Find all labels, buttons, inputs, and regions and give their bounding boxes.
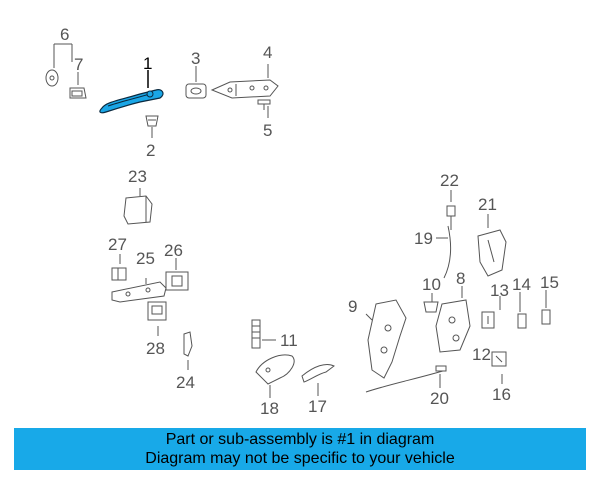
callout-4: 4 [263,43,273,62]
part-23 [123,195,153,225]
part-21 [477,229,507,277]
callout-20: 20 [430,389,449,408]
callout-21: 21 [478,195,497,214]
callout-11: 11 [280,331,298,350]
callout-23: 23 [128,167,147,186]
part-6 [45,69,59,87]
part-19 [443,225,452,279]
part-11 [251,319,261,349]
part-4 [210,79,279,99]
callout-3: 3 [191,49,201,68]
callout-8: 8 [456,269,466,288]
part-9 [367,299,407,379]
part-26 [165,271,189,291]
part-10 [423,301,439,313]
part-5 [257,99,271,110]
leader-6 [53,43,73,68]
callout-9: 9 [348,297,358,316]
part-2 [145,115,159,127]
callout-14: 14 [512,275,531,294]
part-28 [147,301,167,321]
part-12-16 [491,351,507,367]
part-17 [301,363,335,383]
callout-6: 6 [60,25,70,44]
callout-1: 1 [143,54,153,73]
callout-7: 7 [74,55,84,74]
callout-13: 13 [490,281,509,300]
callout-16: 16 [492,385,511,404]
callout-5: 5 [263,121,273,140]
callout-22: 22 [440,171,459,190]
info-banner: Part or sub-assembly is #1 in diagram Di… [14,428,586,470]
part-18 [255,354,295,385]
banner-line-1: Part or sub-assembly is #1 in diagram [165,431,435,448]
part-25 [111,281,167,303]
part-24 [183,331,193,357]
callout-18: 18 [260,399,279,418]
callout-24: 24 [176,373,195,392]
callout-19: 19 [414,229,433,248]
part-7 [69,87,87,99]
part-13 [481,311,495,329]
callout-27: 27 [108,235,127,254]
callout-17: 17 [308,397,327,416]
callout-2: 2 [146,141,156,160]
part-3 [185,83,207,99]
callout-12: 12 [472,345,491,364]
part-1-door-handle [99,89,164,114]
part-8 [435,299,471,353]
part-14 [517,313,527,329]
part-27 [111,267,127,281]
callout-26: 26 [164,241,183,260]
part-20 [365,365,447,393]
callout-28: 28 [146,339,165,358]
leader-9 [365,313,373,321]
banner-line-2: Diagram may not be specific to your vehi… [145,450,455,467]
part-22 [446,205,456,230]
callout-25: 25 [136,249,155,268]
callout-10: 10 [422,275,441,294]
callout-15: 15 [540,273,559,292]
part-15 [541,309,551,325]
